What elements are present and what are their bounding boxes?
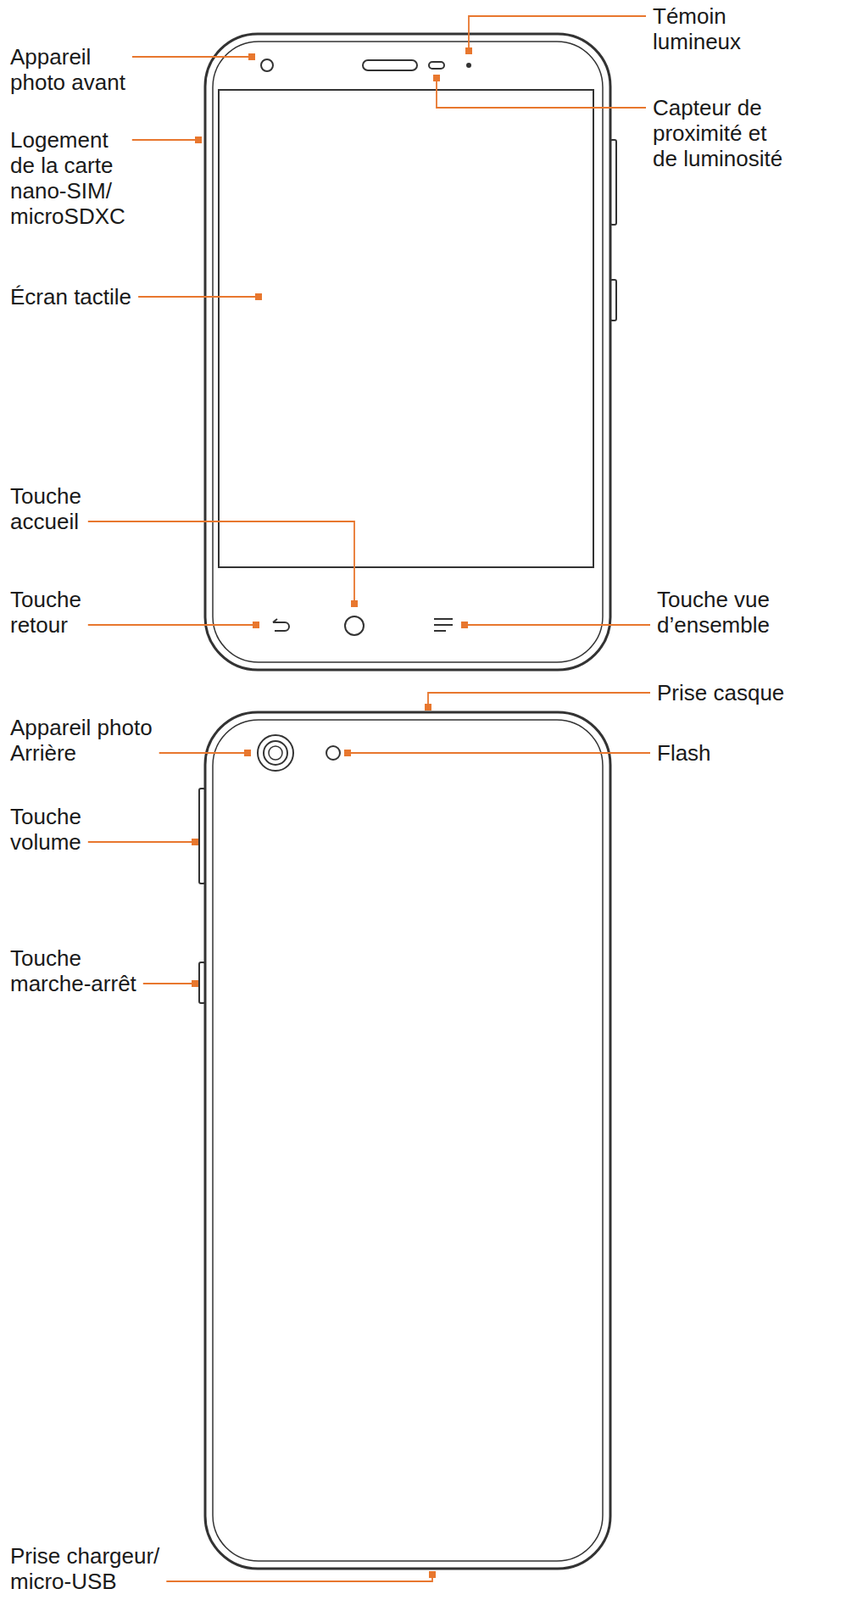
- part-label: Appareil photo Arrière: [10, 714, 159, 766]
- leader-line: [464, 623, 651, 626]
- part-label: Prise chargeur/ micro-USB: [10, 1542, 167, 1594]
- leader-marker: [194, 136, 202, 144]
- part-label: Touche marche-arrêt: [10, 945, 146, 997]
- leader-marker: [191, 979, 199, 987]
- leader-marker: [350, 600, 358, 607]
- leader-line: [132, 139, 199, 141]
- leader-marker: [252, 621, 260, 629]
- leader-marker: [255, 293, 262, 301]
- leader-marker: [344, 749, 351, 757]
- leader-line: [159, 751, 248, 754]
- part-label: Flash: [656, 740, 712, 766]
- leader-line: [88, 840, 195, 843]
- leader-marker: [433, 74, 440, 82]
- leader-line: [436, 77, 646, 108]
- leader-marker: [244, 749, 251, 757]
- leader-line: [143, 982, 195, 985]
- leader-line: [428, 692, 651, 707]
- part-label: Touche accueil: [10, 483, 104, 535]
- leader-marker: [191, 838, 199, 846]
- part-label: Écran tactile: [10, 283, 132, 310]
- leader-marker: [428, 1570, 436, 1578]
- leader-line: [347, 751, 651, 754]
- leader-line: [88, 623, 257, 626]
- leader-marker: [465, 47, 473, 55]
- part-label: Touche volume: [10, 803, 104, 855]
- part-label: Appareil photo avant: [10, 44, 151, 95]
- part-label: Logement de la carte nano-SIM/ microSDXC: [10, 127, 134, 229]
- leader-marker: [424, 703, 432, 711]
- part-label: Témoin lumineux: [652, 3, 755, 55]
- part-label: Prise casque: [656, 679, 785, 706]
- leader-line: [166, 1574, 433, 1581]
- part-label: Capteur de proximité et de luminosité: [652, 94, 789, 172]
- part-label: Touche retour: [10, 586, 104, 638]
- leader-line: [88, 521, 355, 604]
- leader-marker: [248, 53, 256, 61]
- part-label: Touche vue d’ensemble: [656, 586, 785, 638]
- leader-line: [132, 55, 252, 58]
- leader-line: [138, 295, 259, 298]
- leader-line: [468, 16, 646, 51]
- leader-marker: [461, 621, 468, 629]
